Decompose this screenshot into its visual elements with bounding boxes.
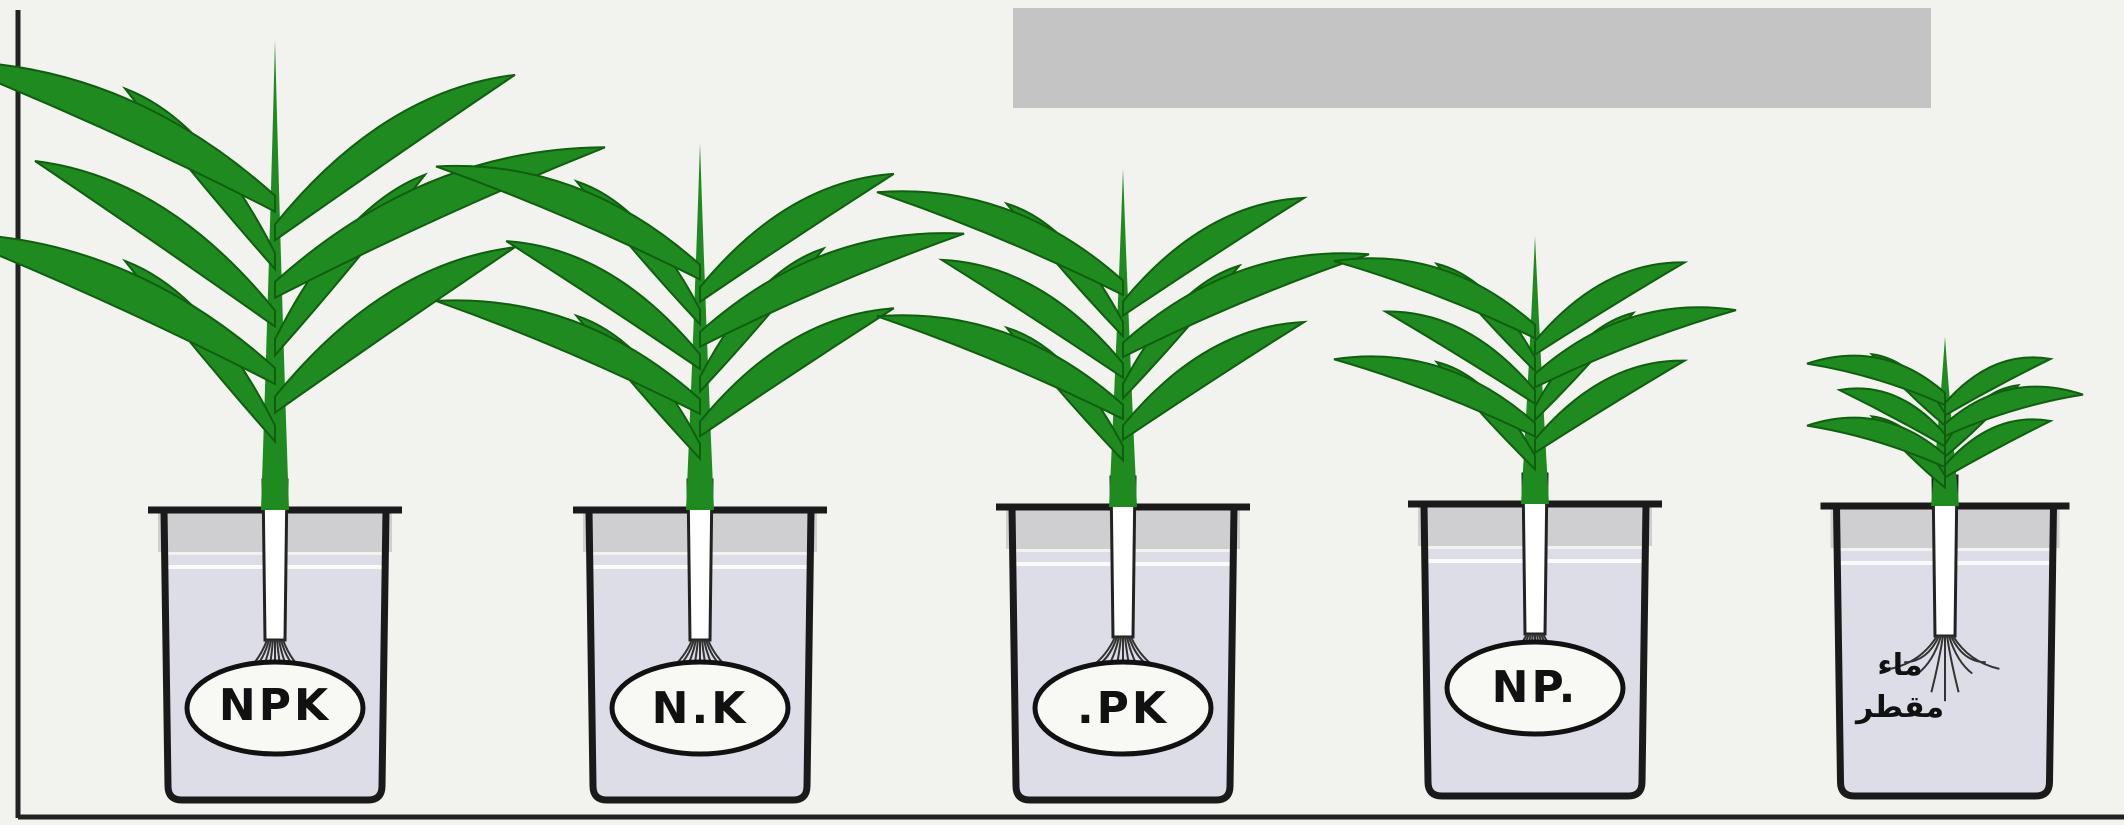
jar-label-distilled-water: ماء مقطر xyxy=(1840,645,1960,729)
plant-leaf xyxy=(0,233,275,384)
jar-label-pk: .PK xyxy=(1033,683,1213,734)
plant-leaf xyxy=(0,61,275,212)
jar-label-np: NP. xyxy=(1445,662,1625,713)
jar-label-npk: NPK xyxy=(185,680,365,731)
jar-label-nk: N.K xyxy=(610,683,790,734)
redaction-box xyxy=(1013,8,1931,108)
